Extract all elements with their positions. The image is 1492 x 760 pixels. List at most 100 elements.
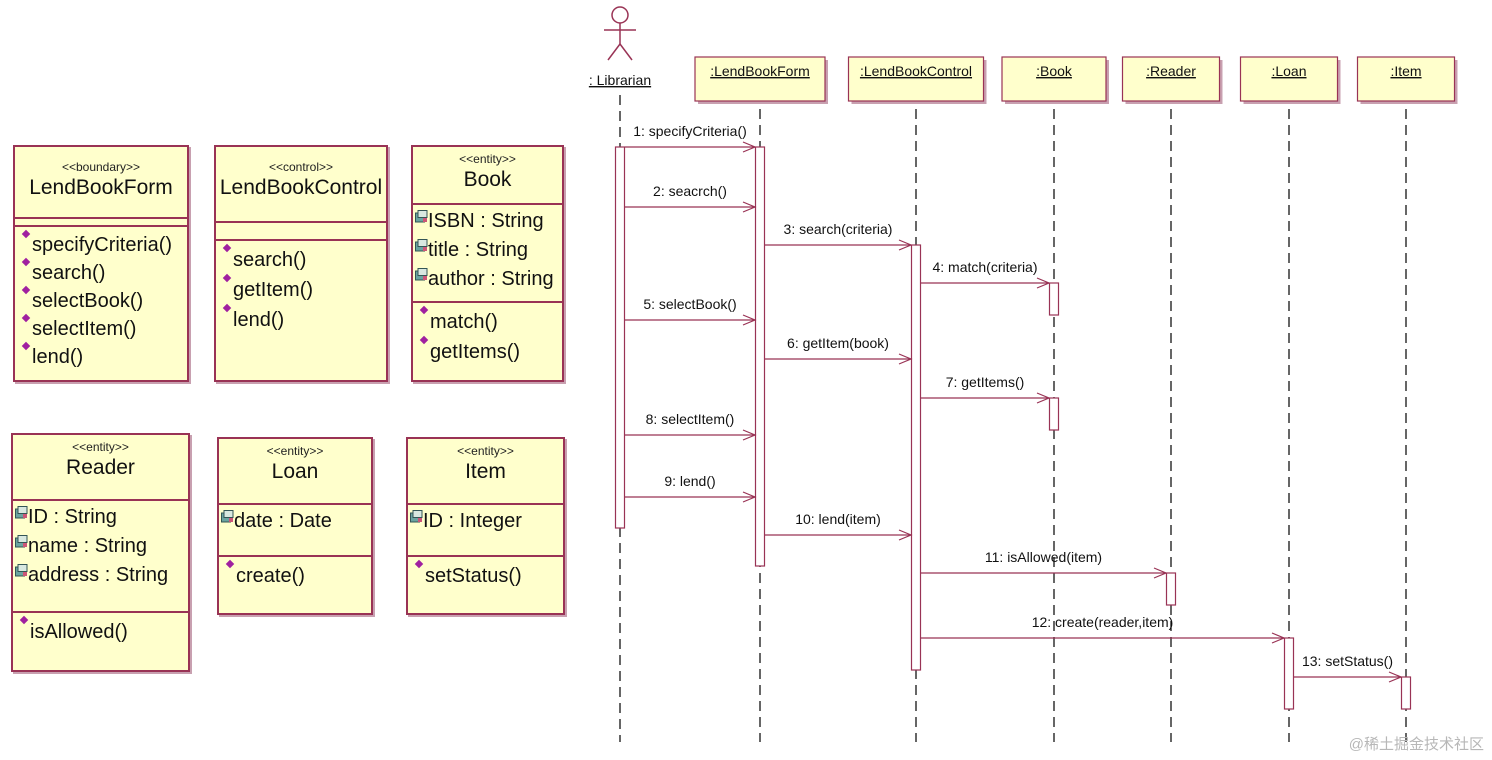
- attribute-icon: [415, 239, 428, 252]
- lifeline-box: [1001, 56, 1107, 102]
- class-name: Loan: [271, 460, 319, 483]
- operation-label: create(): [236, 565, 305, 587]
- watermark: @稀土掘金技术社区: [1348, 736, 1484, 753]
- attribute-icon: [221, 510, 234, 523]
- class-stereotype: <<entity>>: [457, 444, 514, 458]
- class-stereotype: <<boundary>>: [61, 160, 141, 174]
- activation-bar: [1048, 282, 1060, 316]
- attribute-label: date : Date: [234, 510, 332, 532]
- activation-bar: [910, 244, 922, 671]
- lifeline-label: :LendBookForm: [710, 63, 810, 79]
- class-header: <<control>>LendBookControl: [216, 147, 386, 223]
- operation-label: specifyCriteria(): [32, 234, 173, 256]
- class-box-lendbookcontrol[interactable]: <<control>>LendBookControl search()getIte…: [214, 145, 388, 382]
- message-arrowhead: [898, 239, 913, 251]
- operation-row: lend(): [17, 341, 185, 371]
- message-label: 5: selectBook(): [643, 296, 736, 312]
- message-label: 12: create(reader,item): [1032, 614, 1174, 630]
- message-label: 7: getItems(): [946, 374, 1025, 390]
- operation-row: selectItem(): [17, 313, 185, 343]
- attribute-row: author : String: [415, 265, 560, 294]
- attribute-label: title : String: [428, 239, 529, 261]
- lifeline-label: :Loan: [1271, 63, 1306, 79]
- lifeline-label: :Book: [1036, 63, 1073, 79]
- message-arrowhead: [1153, 567, 1168, 579]
- operation-label: setStatus(): [425, 565, 522, 587]
- actor-leg-right: [619, 43, 633, 61]
- attribute-label: ID : String: [28, 506, 117, 528]
- message-label: 1: specifyCriteria(): [633, 123, 747, 139]
- message-arrowhead: [742, 314, 757, 326]
- class-name: LendBookForm: [29, 176, 173, 199]
- class-operations: isAllowed(): [13, 613, 188, 651]
- lifeline-box: [1239, 56, 1339, 102]
- lifeline-label: :LendBookControl: [860, 63, 972, 79]
- activation-bar: [1048, 397, 1060, 431]
- attribute-icon: [15, 564, 28, 577]
- class-operations: specifyCriteria()search()selectBook() sel…: [15, 227, 187, 375]
- class-operations: setStatus(): [408, 557, 563, 595]
- message-arrowhead: [1036, 277, 1051, 289]
- attribute-label: ID : Integer: [423, 510, 522, 532]
- attribute-row: address : String: [15, 561, 186, 590]
- attribute-row: date : Date: [221, 507, 369, 536]
- operation-row: getItem(): [218, 273, 384, 305]
- operation-row: search(): [218, 243, 384, 275]
- lifeline-label: :Item: [1390, 63, 1421, 79]
- message-label: 3: search(criteria): [784, 221, 893, 237]
- attribute-row: ID : String: [15, 503, 186, 532]
- class-attributes: ID : Integer: [408, 505, 563, 557]
- operation-label: isAllowed(): [30, 621, 128, 643]
- message-arrowhead: [742, 429, 757, 441]
- message-label: 11: isAllowed(item): [985, 549, 1102, 565]
- message-label: 10: lend(item): [795, 511, 881, 527]
- operation-label: selectItem(): [32, 318, 137, 340]
- attribute-row: title : String: [415, 236, 560, 265]
- actor-label: : Librarian: [589, 72, 651, 88]
- class-header: <<entity>>Reader: [13, 435, 188, 501]
- lifeline-box: [1121, 56, 1221, 102]
- class-box-lendbookform[interactable]: <<boundary>> LendBookForm specifyCriteria(…: [13, 145, 189, 382]
- operation-row: match(): [415, 305, 560, 337]
- lifeline-label: :Reader: [1146, 63, 1196, 79]
- operation-label: search(): [233, 249, 307, 271]
- class-name: Book: [463, 168, 512, 191]
- operation-row: selectBook(): [17, 285, 185, 315]
- activation-bar: [1165, 572, 1177, 606]
- attribute-row: ID : Integer: [410, 507, 561, 536]
- class-operations: search()getItem()lend(): [216, 241, 386, 339]
- class-box-loan[interactable]: <<entity>> Loan date : Date create(): [217, 437, 373, 615]
- attribute-icon: [15, 506, 28, 519]
- class-attributes: [216, 223, 386, 241]
- actor-head: [611, 6, 629, 24]
- attribute-label: ISBN : String: [428, 210, 544, 232]
- attribute-label: author : String: [428, 268, 554, 290]
- message-label: 9: lend(): [664, 473, 715, 489]
- operation-label: match(): [430, 311, 498, 333]
- attribute-icon: [415, 268, 428, 281]
- message-arrowhead: [742, 491, 757, 503]
- lifeline-box: [847, 56, 985, 102]
- lifeline-box: [694, 56, 826, 102]
- message-arrowhead: [742, 141, 757, 153]
- attribute-icon: [15, 535, 28, 548]
- attribute-icon: [415, 210, 428, 223]
- operation-row: create(): [221, 559, 369, 591]
- operation-row: specifyCriteria(): [17, 229, 185, 259]
- class-attributes: date : Date: [219, 505, 371, 557]
- class-operations: match()getItems(): [413, 303, 562, 371]
- operation-label: lend(): [32, 346, 84, 368]
- class-name: Reader: [66, 456, 135, 479]
- attribute-label: address : String: [28, 564, 169, 586]
- class-name: LendBookControl: [219, 176, 383, 199]
- class-stereotype: <<entity>>: [266, 444, 324, 458]
- operation-row: search(): [17, 257, 185, 287]
- activation-bar: [754, 146, 766, 567]
- message-arrowhead: [1388, 671, 1403, 683]
- operation-row: getItems(): [415, 335, 560, 367]
